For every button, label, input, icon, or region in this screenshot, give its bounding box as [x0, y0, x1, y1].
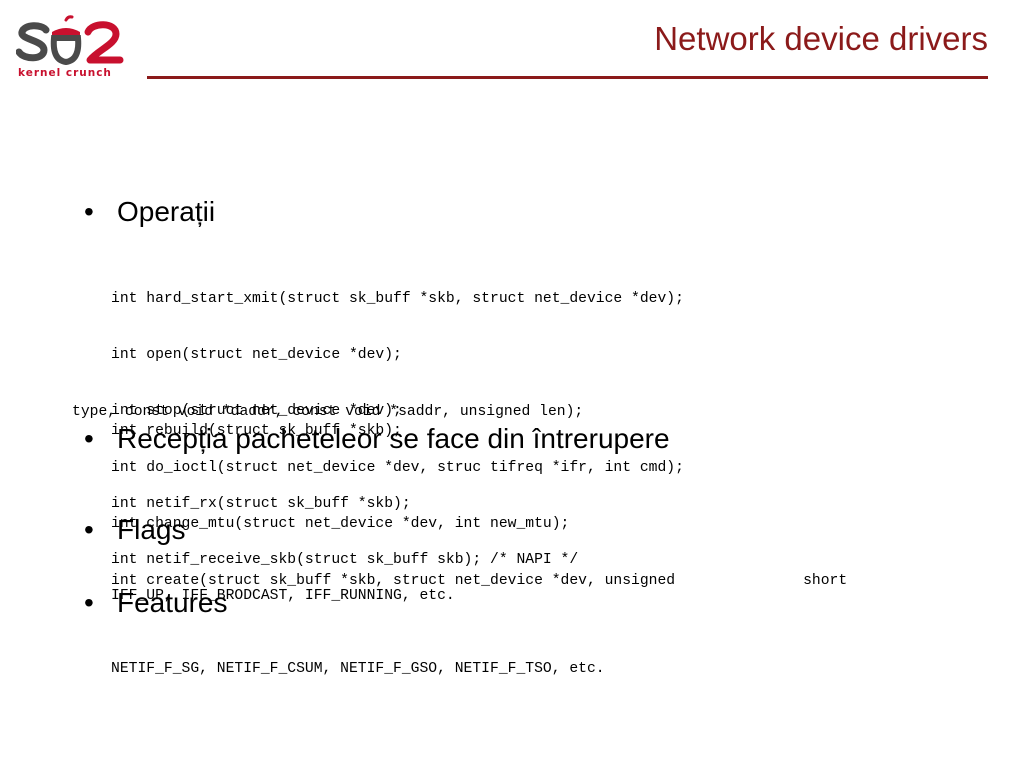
code-line: int netif_rx(struct sk_buff *skb);	[111, 495, 411, 512]
so2-logo: kernel crunch	[16, 14, 130, 82]
code-line: int create(struct sk_buff *skb, struct n…	[111, 572, 676, 589]
bullet-flags: • Flags	[84, 514, 185, 546]
code-line: int open(struct net_device *dev);	[111, 346, 402, 363]
bullet-heading: Flags	[117, 514, 186, 545]
code-block-receive: int netif_rx(struct sk_buff *skb); int n…	[111, 457, 578, 607]
code-block-features: NETIF_F_SG, NETIF_F_CSUM, NETIF_F_GSO, N…	[111, 622, 605, 716]
bullet-heading: Features	[117, 587, 228, 618]
code-line: int change_mtu(struct net_device *dev, i…	[111, 516, 570, 533]
bullet-operatii: • Operații	[84, 196, 215, 228]
code-block-operations: int hard_start_xmit(struct sk_buff *skb,…	[111, 252, 847, 628]
code-line: int hard_start_xmit(struct sk_buff *skb,…	[111, 290, 684, 307]
code-block-wrapped: type, const void *daddr, const void *sad…	[72, 365, 583, 459]
bullet-dot-icon: •	[84, 423, 94, 454]
code-line: int do_ioctl(struct net_device *dev, str…	[111, 459, 684, 476]
title-divider	[147, 76, 988, 79]
code-line: int rebuild(struct sk_buff *skb);	[111, 422, 402, 439]
code-line-continuation: short	[803, 572, 848, 589]
bullet-features: • Features	[84, 587, 228, 619]
code-line: IFF_UP, IFF_BRODCAST, IFF_RUNNING, etc.	[111, 587, 455, 604]
code-line: int stop(struct net_device *dev);	[111, 403, 402, 420]
code-line-create: int create(struct sk_buff *skb, struct n…	[111, 572, 847, 591]
bullet-dot-icon: •	[84, 514, 94, 545]
code-block-operations-end: int rebuild(struct sk_buff *skb);	[111, 384, 402, 478]
code-block-flags: IFF_UP, IFF_BRODCAST, IFF_RUNNING, etc.	[111, 549, 455, 643]
slide-title: Network device drivers	[654, 20, 988, 57]
bullet-receptia: • Recepția pacheteleor se face din întrer…	[84, 423, 670, 455]
code-line: int netif_receive_skb(struct sk_buff skb…	[111, 551, 579, 568]
acorn-logo-icon	[16, 15, 124, 66]
logo-tagline: kernel crunch	[18, 67, 112, 79]
code-line: NETIF_F_SG, NETIF_F_CSUM, NETIF_F_GSO, N…	[111, 660, 605, 677]
code-line: type, const void *daddr, const void *sad…	[72, 403, 584, 420]
bullet-heading: Recepția pacheteleor se face din întreru…	[117, 423, 670, 454]
bullet-heading: Operații	[117, 196, 216, 227]
bullet-dot-icon: •	[84, 196, 94, 227]
bullet-dot-icon: •	[84, 587, 94, 618]
